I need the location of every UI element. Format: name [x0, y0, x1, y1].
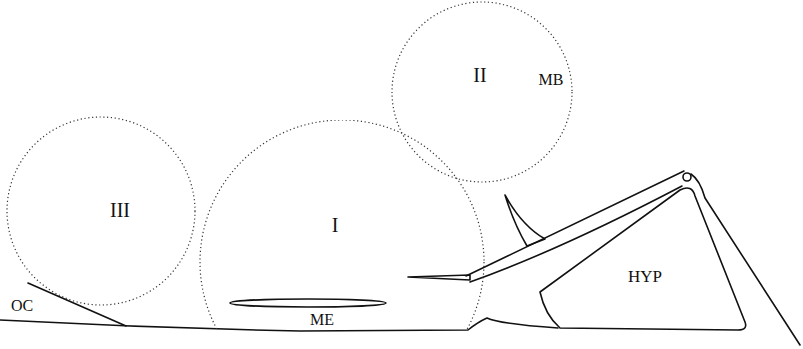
node-outline [389, 1, 575, 187]
zone-circle: I [198, 120, 486, 331]
hypophysis-outline [540, 188, 746, 330]
infundibular-recess [408, 275, 470, 280]
mammillary-recess [505, 195, 545, 246]
node-outline [5, 115, 197, 307]
region-label: HYP [626, 267, 664, 286]
zone-circle: II [389, 1, 575, 187]
structure-label: ME [308, 311, 336, 329]
structure-label: MB [537, 71, 566, 89]
stalk-upper-line [466, 171, 684, 276]
dotted-zone-circle [200, 120, 484, 331]
zone-numeral: III [108, 199, 132, 221]
ventral-floor-line [0, 318, 558, 331]
stalk-knob [683, 173, 691, 181]
posterior-outline [691, 174, 800, 345]
structure-label: OC [9, 297, 35, 315]
node-outline [530, 175, 752, 335]
median-eminence-recess [230, 299, 386, 307]
zone-numeral: II [471, 64, 488, 86]
hypophysis-region: HYP [530, 175, 752, 335]
zone-circle: III [5, 115, 197, 307]
zone-numeral: I [330, 214, 341, 236]
dotted-zone-circle [7, 117, 195, 305]
dotted-zone-circle [392, 2, 572, 182]
node-outline [198, 120, 486, 331]
